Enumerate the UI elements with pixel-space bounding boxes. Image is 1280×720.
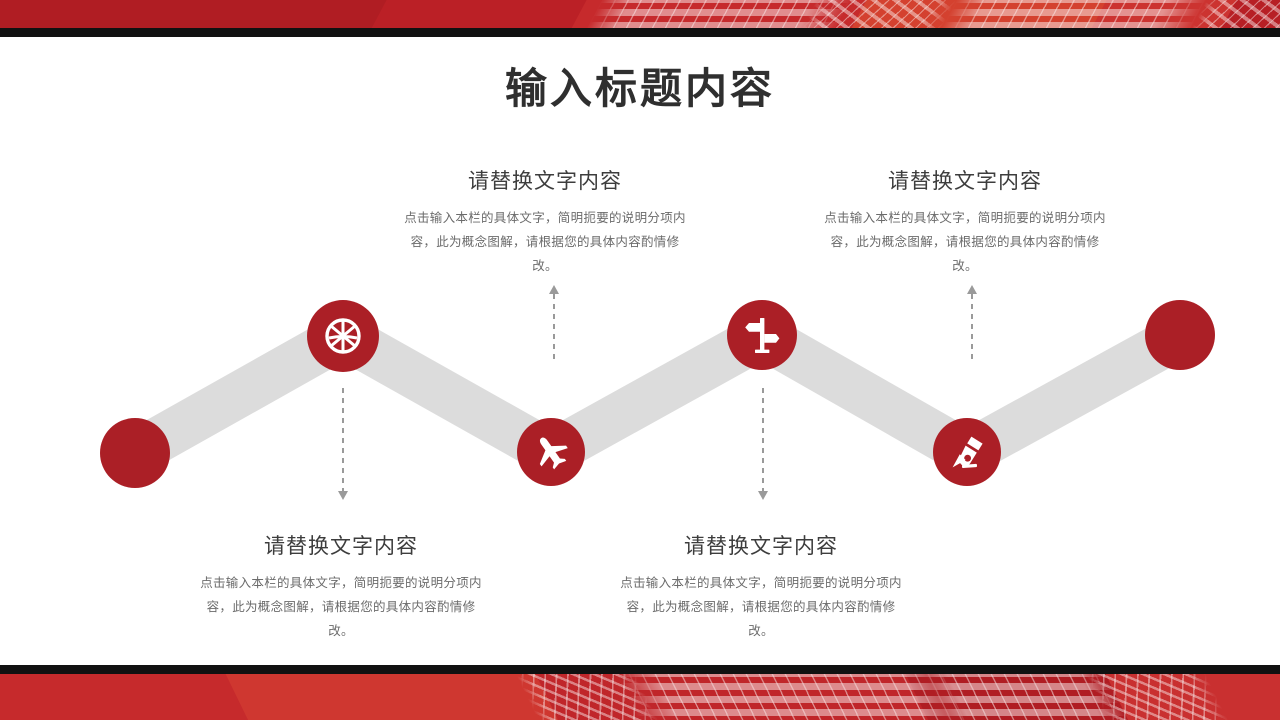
end-node-left[interactable] [100, 418, 170, 488]
top-black-bar [0, 28, 1280, 37]
text-block-body: 点击输入本栏的具体文字，简明扼要的说明分项内容，此为概念图解，请根据您的具体内容… [200, 576, 482, 638]
bottom-black-bar [0, 665, 1280, 674]
connector-up-1 [549, 285, 559, 360]
connector-down-1 [338, 388, 348, 500]
page-title: 输入标题内容 [504, 65, 775, 112]
arrow-down-icon [338, 491, 348, 500]
text-block-bottom-left: 请替换文字内容 点击输入本栏的具体文字，简明扼要的说明分项内容，此为概念图解，请… [196, 530, 486, 643]
arrow-up-icon [549, 285, 559, 294]
top-decorative-banner [0, 0, 1280, 37]
text-block-heading: 请替换文字内容 [684, 535, 838, 558]
arrow-down-icon [758, 491, 768, 500]
text-block-body: 点击输入本栏的具体文字，简明扼要的说明分项内容，此为概念图解，请根据您的具体内容… [404, 211, 686, 273]
node-3-signpost[interactable] [727, 300, 797, 370]
text-block-body: 点击输入本栏的具体文字，简明扼要的说明分项内容，此为概念图解，请根据您的具体内容… [824, 211, 1106, 273]
basketball-icon [323, 316, 363, 356]
connector-up-2 [967, 285, 977, 360]
top-banner-art [0, 0, 1280, 28]
text-block-heading: 请替换文字内容 [888, 170, 1042, 193]
connector-down-2 [758, 388, 768, 500]
signpost-icon [743, 316, 781, 354]
bottom-banner-art [0, 674, 1280, 720]
text-block-heading: 请替换文字内容 [264, 535, 418, 558]
text-block-bottom-right: 请替换文字内容 点击输入本栏的具体文字，简明扼要的说明分项内容，此为概念图解，请… [616, 530, 906, 643]
bottom-decorative-banner [0, 665, 1280, 720]
text-block-heading: 请替换文字内容 [468, 170, 622, 193]
node-2-airplane[interactable] [517, 418, 585, 486]
text-block-top-left: 请替换文字内容 点击输入本栏的具体文字，简明扼要的说明分项内容，此为概念图解，请… [400, 165, 690, 278]
node-1-basketball[interactable] [307, 300, 379, 372]
node-4-pen-nib[interactable] [933, 418, 1001, 486]
text-block-body: 点击输入本栏的具体文字，简明扼要的说明分项内容，此为概念图解，请根据您的具体内容… [620, 576, 902, 638]
end-node-right[interactable] [1145, 300, 1215, 370]
pen-nib-icon [948, 433, 986, 471]
arrow-up-icon [967, 285, 977, 294]
airplane-icon [532, 433, 570, 471]
text-block-top-right: 请替换文字内容 点击输入本栏的具体文字，简明扼要的说明分项内容，此为概念图解，请… [820, 165, 1110, 278]
